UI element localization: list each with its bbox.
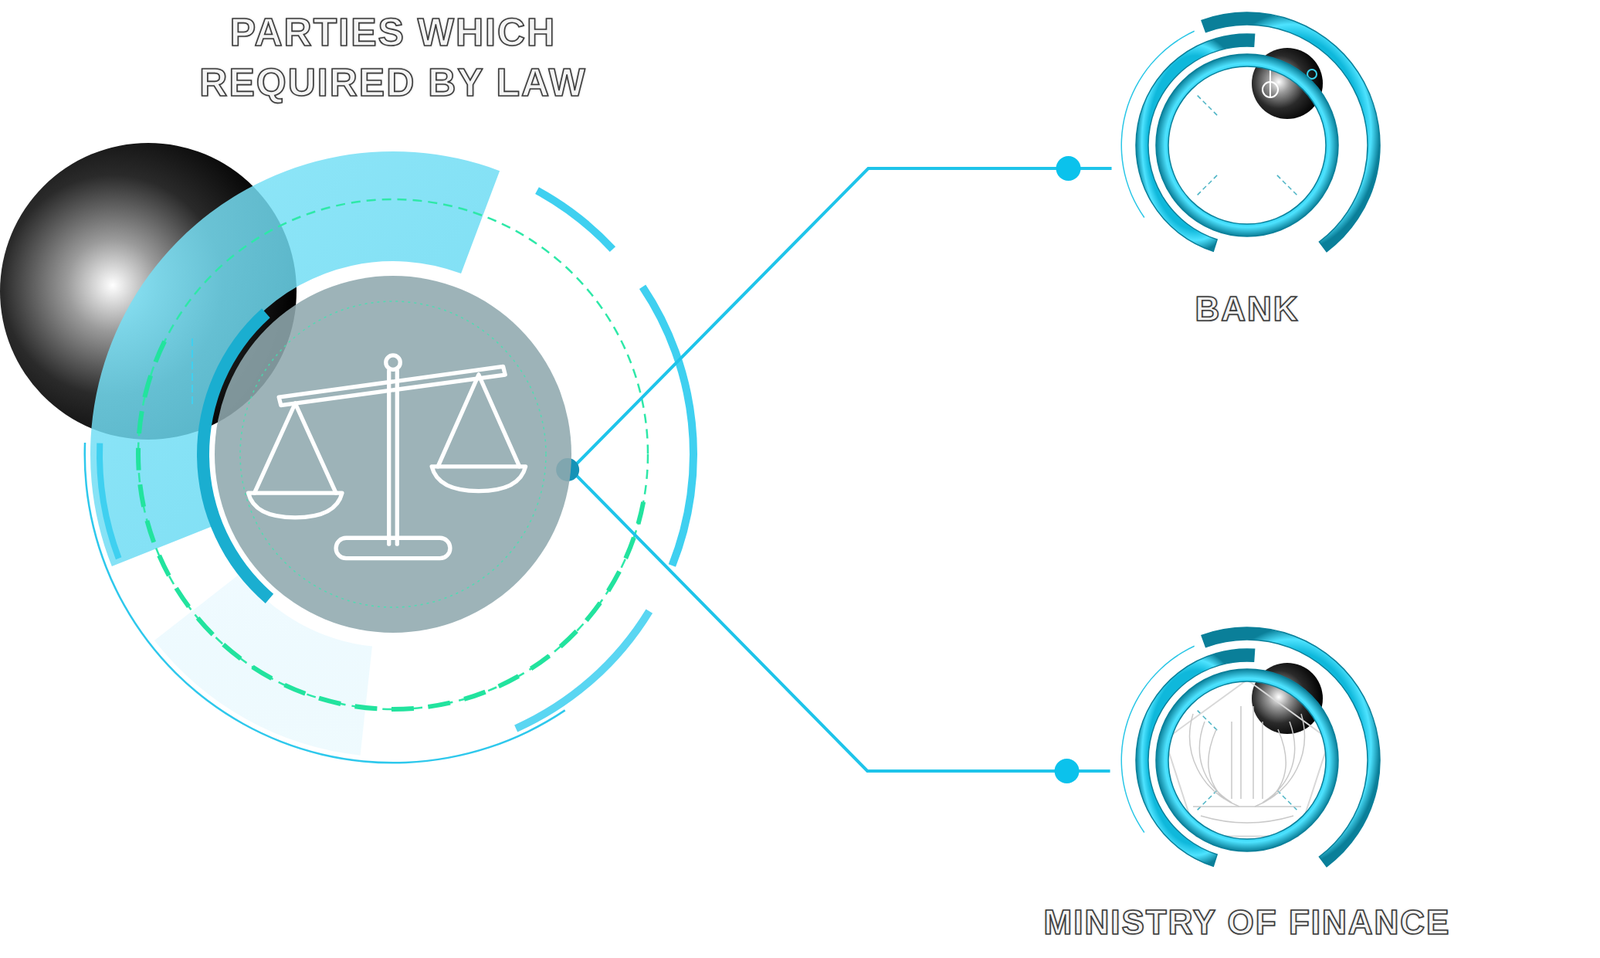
party-circle: BANK xyxy=(1109,7,1385,283)
connector-line xyxy=(570,168,1112,470)
dashed-ring-thick xyxy=(138,199,648,709)
scales-pan xyxy=(248,492,343,518)
thin-arc xyxy=(1121,645,1195,833)
connector-dot xyxy=(1054,758,1080,784)
crosshair-line xyxy=(1195,175,1217,197)
middle-arc xyxy=(1135,648,1255,866)
scales-pan xyxy=(431,466,526,492)
middle-arc xyxy=(1135,33,1255,251)
connector-line xyxy=(570,469,1110,771)
inner-ring xyxy=(1155,668,1339,851)
party-circle: MINISTRY OF FINANCE xyxy=(1109,622,1385,898)
thin-arc xyxy=(1121,30,1195,218)
dotted-ring xyxy=(240,301,546,607)
scales-pivot xyxy=(386,355,400,370)
thick-arc xyxy=(514,608,653,732)
crosshair-line xyxy=(1195,93,1217,116)
text-holder: MINISTRY OF FINANCE xyxy=(976,901,1518,943)
scales-strings xyxy=(254,403,336,493)
law-circle: PARTIES WHICH REQUIRED BY LAW xyxy=(214,275,572,633)
dashed-ring xyxy=(138,199,648,709)
ring-outline xyxy=(1109,622,1385,898)
thick-arc xyxy=(535,186,616,252)
party-label: BANK xyxy=(976,288,1518,330)
inner-ring xyxy=(1155,54,1339,237)
disc-group xyxy=(214,275,572,633)
scales-beam xyxy=(278,366,506,405)
disc-outline xyxy=(214,275,572,633)
crosshair-line xyxy=(1195,789,1217,812)
scales-icon xyxy=(248,355,526,559)
connector-dot xyxy=(1056,155,1082,181)
text-holder: BANK xyxy=(976,288,1518,330)
emblem-base xyxy=(1193,806,1302,823)
scales-post xyxy=(389,370,398,544)
thick-arc xyxy=(96,443,122,560)
text-holder: PARTIES WHICH REQUIRED BY LAW xyxy=(145,7,641,109)
ring-group xyxy=(1121,12,1380,252)
party-label: MINISTRY OF FINANCE xyxy=(976,901,1518,943)
outer-arc xyxy=(1201,627,1380,867)
crosshair-line xyxy=(1277,789,1299,812)
scales-strings xyxy=(437,374,520,467)
dash-line xyxy=(191,338,194,408)
thick-arc xyxy=(639,284,698,567)
grey-disc xyxy=(214,275,572,633)
ring-outline xyxy=(1109,7,1385,283)
crosshair-line xyxy=(1195,708,1217,730)
emblem-tower xyxy=(1231,705,1263,799)
scales-base xyxy=(335,537,451,558)
central-emblem xyxy=(0,142,698,763)
outer-arc xyxy=(1201,12,1380,252)
title-heading: PARTIES WHICH REQUIRED BY LAW xyxy=(145,7,641,109)
bank-coin xyxy=(1262,81,1278,98)
ministry-emblem xyxy=(1189,705,1306,823)
crosshair-line xyxy=(1277,175,1299,197)
ring-group xyxy=(1121,627,1380,867)
